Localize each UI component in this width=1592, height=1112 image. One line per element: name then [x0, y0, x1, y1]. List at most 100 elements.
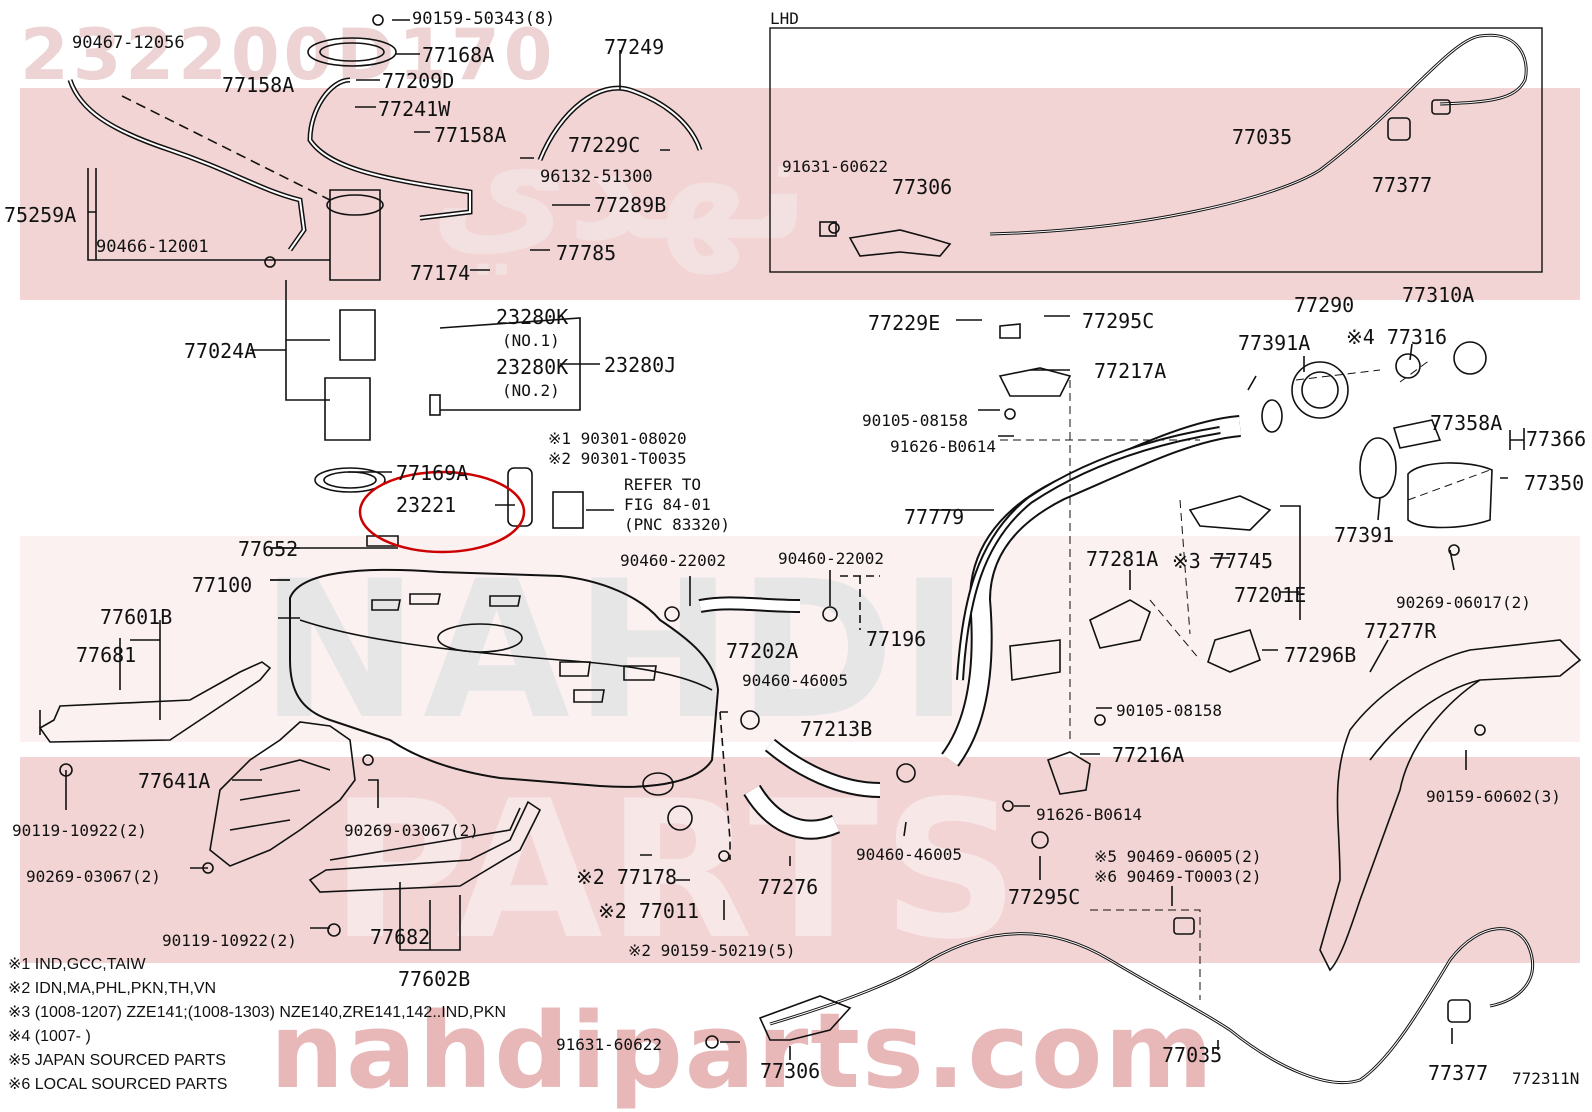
label-77350: 77350	[1524, 471, 1585, 495]
label-77289B: 77289B	[594, 193, 667, 217]
label-90105-08158-b: 90105-08158	[1116, 701, 1222, 720]
watermark-band-bottom	[20, 757, 1580, 963]
label-77174: 77174	[410, 261, 471, 285]
label-90466-12001: 90466-12001	[96, 237, 209, 257]
label-77100: 77100	[192, 573, 253, 597]
label-77277R: 77277R	[1364, 619, 1437, 643]
watermark-part-number: 232200D170	[20, 14, 557, 96]
label-90460-46005-a: 90460-46005	[742, 671, 848, 690]
label-77306-top: 77306	[892, 175, 953, 199]
footnote-6: ※6 LOCAL SOURCED PARTS	[8, 1076, 228, 1093]
label-77209D: 77209D	[382, 69, 455, 93]
label-90159-50219: ※2 90159-50219(5)	[628, 941, 796, 960]
label-77296B: 77296B	[1284, 643, 1357, 667]
label-23221: 23221	[396, 493, 457, 517]
footnote-2: ※2 IDN,MA,PHL,PKN,TH,VN	[8, 980, 217, 997]
label-no2: (NO.2)	[502, 381, 560, 400]
label-77358A: 77358A	[1430, 411, 1503, 435]
label-90469-06005: ※5 90469-06005(2)	[1094, 847, 1262, 866]
label-77602B: 77602B	[398, 967, 471, 991]
label-77178: ※2 77178	[576, 865, 678, 889]
label-90460-22002-b: 90460-22002	[778, 549, 884, 568]
label-77682: 77682	[370, 925, 431, 949]
label-90469-T0003: ※6 90469-T0003(2)	[1094, 867, 1262, 886]
label-90159-50343: 90159-50343(8)	[412, 9, 556, 29]
label-23280J: 23280J	[604, 353, 677, 377]
label-77158A-2: 77158A	[434, 123, 507, 147]
label-77641A: 77641A	[138, 769, 211, 793]
label-90269-03067-a: 90269-03067(2)	[344, 821, 479, 840]
label-77290: 77290	[1294, 293, 1355, 317]
label-77217A: 77217A	[1094, 359, 1167, 383]
label-90467-12056: 90467-12056	[72, 33, 185, 53]
label-77377-bottom: 77377	[1428, 1061, 1489, 1085]
label-23280K-1: 23280K	[496, 305, 569, 329]
label-77249: 77249	[604, 35, 665, 59]
label-77295C-b: 77295C	[1008, 885, 1081, 909]
label-77229E: 77229E	[868, 311, 941, 335]
label-77035-top: 77035	[1232, 125, 1293, 149]
label-77201E: 77201E	[1234, 583, 1307, 607]
label-77681: 77681	[76, 643, 137, 667]
label-77745: ※3 77745	[1172, 549, 1274, 573]
label-77601B: 77601B	[100, 605, 173, 629]
label-77276: 77276	[758, 875, 819, 899]
watermark-site: nahdiparts.com	[270, 990, 1215, 1112]
label-refer-to: REFER TO	[624, 475, 702, 494]
label-91631-60622-a: 91631-60622	[782, 157, 888, 176]
label-77229C: 77229C	[568, 133, 641, 157]
label-77306-bottom: 77306	[760, 1059, 821, 1083]
label-91626-B0614-a: 91626-B0614	[890, 437, 996, 456]
footnote-1: ※1 IND,GCC,TAIW	[8, 956, 146, 973]
label-90269-03067-b: 90269-03067(2)	[26, 867, 161, 886]
label-lhd: LHD	[770, 9, 799, 28]
label-77168A: 77168A	[422, 43, 495, 67]
label-77377-top: 77377	[1372, 173, 1433, 197]
watermark-brand-arabic: نهدي	[430, 100, 810, 274]
label-77241W: 77241W	[378, 97, 451, 121]
label-90105-08158-a: 90105-08158	[862, 411, 968, 430]
label-77391: 77391	[1334, 523, 1395, 547]
label-90119-10922-a: 90119-10922(2)	[12, 821, 147, 840]
label-91626-B0614-b: 91626-B0614	[1036, 805, 1142, 824]
label-77779: 77779	[904, 505, 965, 529]
footnote-5: ※5 JAPAN SOURCED PARTS	[8, 1052, 226, 1069]
label-90159-60602: 90159-60602(3)	[1426, 787, 1561, 806]
footnote-3: ※3 (1008-1207) ZZE141;(1008-1303) NZE140…	[8, 1004, 507, 1021]
label-77213B: 77213B	[800, 717, 873, 741]
label-77366: 77366	[1526, 427, 1587, 451]
label-77295C-a: 77295C	[1082, 309, 1155, 333]
watermark-brand-parts: PARTS	[330, 760, 1024, 981]
label-90460-46005-b: 90460-46005	[856, 845, 962, 864]
label-77216A: 77216A	[1112, 743, 1185, 767]
label-no1: (NO.1)	[502, 331, 560, 350]
label-77035-bottom: 77035	[1162, 1043, 1223, 1067]
label-90460-22002-a: 90460-22002	[620, 551, 726, 570]
label-77024A: 77024A	[184, 339, 257, 363]
label-90301-T0035: ※2 90301-T0035	[548, 449, 687, 468]
label-90269-06017: 90269-06017(2)	[1396, 593, 1531, 612]
label-77196: 77196	[866, 627, 927, 651]
label-96132-51300: 96132-51300	[540, 167, 653, 187]
watermark-brand-nahdi: NAHDI	[260, 540, 974, 761]
label-refer-fig: FIG 84-01	[624, 495, 711, 514]
label-77011: ※2 77011	[598, 899, 700, 923]
label-77158A-1: 77158A	[222, 73, 295, 97]
label-refer-pnc: (PNC 83320)	[624, 515, 730, 534]
watermark-band-middle	[20, 536, 1580, 742]
label-77652: 77652	[238, 537, 299, 561]
label-77202A: 77202A	[726, 639, 799, 663]
label-77316: ※4 77316	[1346, 325, 1448, 349]
label-77310A: 77310A	[1402, 283, 1475, 307]
label-77169A: 77169A	[396, 461, 469, 485]
label-91631-60622-b: 91631-60622	[556, 1035, 662, 1054]
label-75259A: 75259A	[4, 203, 77, 227]
label-77391A: 77391A	[1238, 331, 1311, 355]
label-23280K-2: 23280K	[496, 355, 569, 379]
footnote-4: ※4 (1007- )	[8, 1028, 91, 1045]
label-90119-10922-b: 90119-10922(2)	[162, 931, 297, 950]
label-77785: 77785	[556, 241, 617, 265]
label-77281A: 77281A	[1086, 547, 1159, 571]
